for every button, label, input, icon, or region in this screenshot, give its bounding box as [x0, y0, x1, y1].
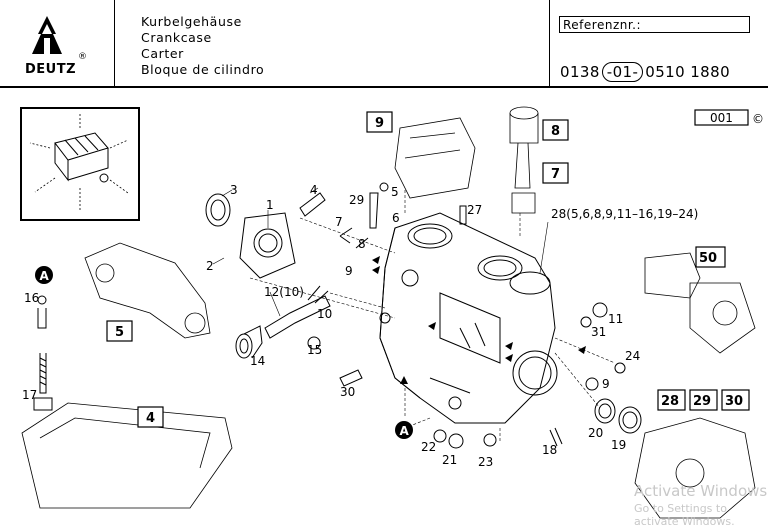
leader-lines [249, 188, 616, 443]
cylinder-head-drawing [394, 117, 476, 199]
page-number: 001 [710, 111, 733, 125]
ref-prefix: 0138 [560, 63, 600, 81]
svg-text:30: 30 [725, 394, 743, 409]
rear-cover-drawing [205, 192, 326, 279]
crankshaft-drawing [84, 242, 211, 339]
label-11: 11 [608, 312, 623, 326]
svg-text:5: 5 [115, 325, 124, 340]
page-number-box [694, 109, 749, 126]
ref-box-28[interactable]: 28 [657, 389, 686, 411]
ref-box-30[interactable]: 30 [721, 389, 750, 411]
label-27: 27 [467, 203, 482, 217]
callout-a-left-label: A [40, 269, 50, 283]
label-5: 5 [391, 185, 399, 199]
label-9-upper: 9 [345, 264, 353, 278]
label-19: 19 [611, 438, 626, 452]
piston-drawing [509, 106, 539, 214]
label-9-lower: 9 [602, 377, 610, 391]
label-17: 17 [22, 388, 37, 402]
label-4: 4 [310, 183, 318, 197]
ref-box-29[interactable]: 29 [689, 389, 718, 411]
arrows [372, 256, 586, 384]
title-fr: Carter [141, 46, 184, 61]
title-en: Crankcase [141, 30, 212, 45]
title-de: Kurbelgehäuse [141, 14, 242, 29]
label-18: 18 [542, 443, 557, 457]
callout-a-left [35, 266, 53, 284]
callout-a-bottom-label: A [400, 424, 410, 438]
ref-oval: -01- [601, 62, 644, 82]
label-8: 8 [358, 237, 366, 251]
label-16: 16 [24, 291, 39, 305]
ref-suffix: 0510 1880 [645, 63, 731, 81]
svg-text:9: 9 [375, 116, 384, 131]
deutz-logo: ® DEUTZ [0, 0, 115, 86]
part-labels: 3 4 1 29 5 6 7 8 27 28(5,6,8,9,11–16,19–… [22, 183, 698, 469]
label-23: 23 [478, 455, 493, 469]
label-15: 15 [307, 343, 322, 357]
part-titles: Kurbelgehäuse Crankcase Carter Bloque de… [141, 14, 264, 78]
ref-box-50[interactable]: 50 [695, 246, 726, 268]
ref-box-5[interactable]: 5 [106, 320, 133, 342]
label-12-10: 12(10) [264, 285, 304, 299]
ref-box-8[interactable]: 8 [542, 119, 569, 141]
ref-box-9[interactable]: 9 [366, 111, 393, 133]
svg-text:8: 8 [551, 124, 560, 139]
label-6: 6 [392, 211, 400, 225]
activate-windows-subtitle: Go to Settings to activate Windows. [634, 502, 735, 528]
label-21: 21 [442, 453, 457, 467]
label-3: 3 [230, 183, 238, 197]
title-es: Bloque de cilindro [141, 62, 265, 77]
label-10: 10 [317, 307, 332, 321]
small-parts-drawing [33, 182, 642, 449]
label-22: 22 [421, 440, 436, 454]
svg-text:28: 28 [661, 394, 679, 409]
ref-box-4[interactable]: 4 [137, 406, 164, 428]
oil-pan-drawing [21, 402, 233, 509]
reference-box: Referenznr.: 0138-01-0510 1880 [549, 0, 768, 86]
label-20: 20 [588, 426, 603, 440]
reference-number: 0138-01-0510 1880 [560, 62, 731, 82]
exploded-diagram: 001 © A A 9 8 7 50 5 4 28 29 30 3 [20, 106, 764, 519]
module-50-drawing [644, 252, 756, 354]
registered-mark: ® [78, 52, 87, 62]
label-7: 7 [335, 215, 343, 229]
activate-windows-title: Activate Windows [634, 482, 768, 500]
solid-leaders [212, 187, 549, 317]
label-28-range: 28(5,6,8,9,11–16,19–24) [551, 207, 698, 221]
label-24: 24 [625, 349, 640, 363]
inset-orientation-box [20, 107, 140, 221]
header: ® DEUTZ Kurbelgehäuse Crankcase Carter B… [0, 0, 768, 88]
brand-name: DEUTZ [25, 62, 77, 77]
label-14: 14 [250, 354, 265, 368]
label-29: 29 [349, 193, 364, 207]
rear-housing-drawing [634, 417, 756, 519]
crankcase-drawing [379, 212, 558, 424]
svg-text:29: 29 [693, 394, 711, 409]
ref-box-7[interactable]: 7 [542, 162, 569, 184]
svg-text:50: 50 [699, 251, 717, 266]
copyright-mark: © [752, 112, 764, 126]
deutz-logo-icon [32, 16, 62, 54]
callout-a-bottom [395, 421, 413, 439]
label-2: 2 [206, 259, 214, 273]
label-1: 1 [266, 198, 274, 212]
reference-label: Referenznr.: [559, 16, 750, 33]
svg-text:4: 4 [146, 411, 155, 426]
svg-text:7: 7 [551, 167, 560, 182]
label-30: 30 [340, 385, 355, 399]
label-31: 31 [591, 325, 606, 339]
